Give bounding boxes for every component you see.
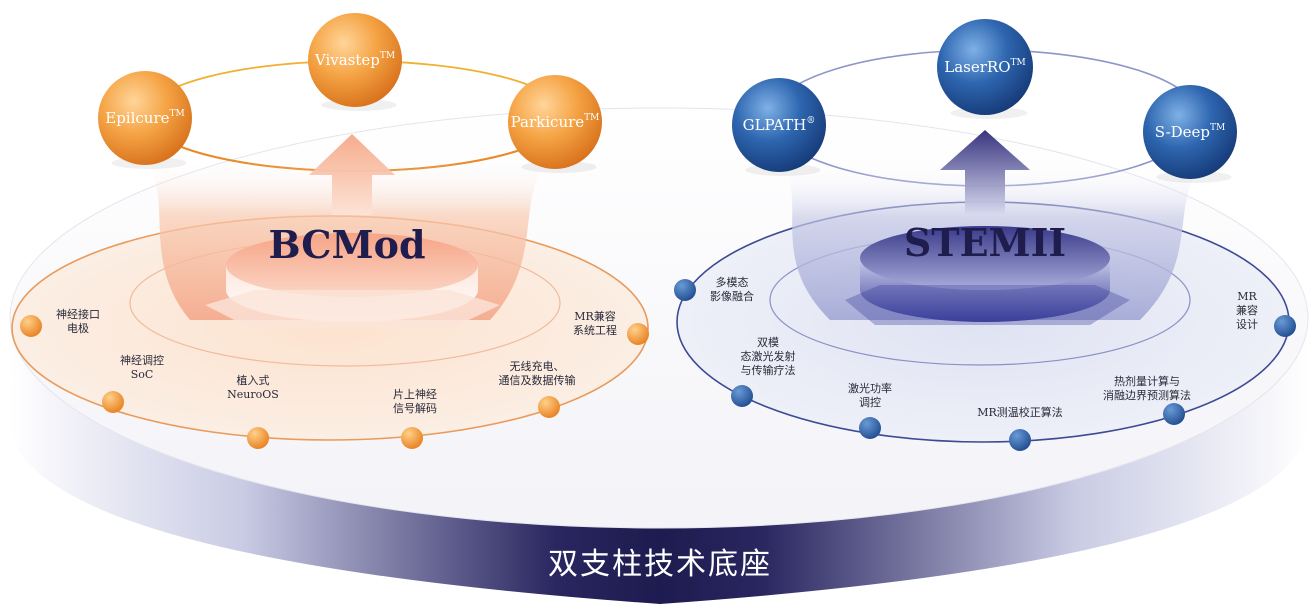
stemii-feature-1: 多模态影像融合 <box>674 275 754 303</box>
feature-dot <box>538 396 560 418</box>
feature-dot <box>731 385 753 407</box>
feature-label: 双模态激光发射与传输疗法 <box>741 336 796 377</box>
stemii-product-1: GLPATH® <box>732 78 826 176</box>
product-sphere <box>937 19 1033 115</box>
bcmod-arrow <box>309 134 395 215</box>
base-title: 双支柱技术底座 <box>548 547 772 582</box>
feature-dot <box>247 427 269 449</box>
stemii-products: GLPATH® LaserROTM S-DeepTM <box>732 19 1237 183</box>
bcmod-feature-5: 无线充电、通信及数据传输 <box>499 359 576 418</box>
product-sphere <box>308 13 402 107</box>
bcmod-product-3: ParkicureTM <box>508 75 602 173</box>
stemii-plate <box>860 226 1110 290</box>
feature-label: 多模态影像融合 <box>710 275 754 303</box>
stemii-feature-2: 双模态激光发射与传输疗法 <box>731 336 796 407</box>
feature-dot <box>1009 429 1031 451</box>
product-name: ParkicureTM <box>511 113 600 131</box>
bcmod-feature-1: 神经接口电极 <box>20 307 100 337</box>
stemii-arrow <box>940 130 1030 215</box>
feature-dot <box>859 417 881 439</box>
product-sphere <box>508 75 602 169</box>
bcmod-plate <box>226 233 478 297</box>
stemii-product-3: S-DeepTM <box>1143 85 1237 183</box>
bcmod-plate-base <box>205 290 500 328</box>
feature-dot <box>102 391 124 413</box>
product-name: GLPATH® <box>743 116 816 134</box>
stemii-feature-5: 热剂量计算与消融边界预测算法 <box>1103 374 1191 425</box>
product-name: VivastepTM <box>314 51 395 69</box>
feature-dot <box>401 427 423 449</box>
product-name: S-DeepTM <box>1155 123 1226 141</box>
bcmod-products: EpilcureTM VivastepTM ParkicureTM <box>98 13 602 173</box>
feature-dot <box>674 279 696 301</box>
feature-dot <box>1163 403 1185 425</box>
feature-label: MR兼容系统工程 <box>573 309 617 337</box>
product-sphere <box>98 71 192 165</box>
product-sphere <box>732 78 826 172</box>
bcmod-product-2: VivastepTM <box>308 13 402 111</box>
feature-dot <box>1274 315 1296 337</box>
stemii-title: STEMII <box>904 220 1066 265</box>
product-sphere <box>1143 85 1237 179</box>
bcmod-title: BCMod <box>268 222 425 267</box>
feature-label: 神经接口电极 <box>56 307 100 335</box>
feature-label: 热剂量计算与消融边界预测算法 <box>1103 374 1191 402</box>
feature-label: MR测温校正算法 <box>977 405 1063 419</box>
feature-label: 片上神经信号解码 <box>393 387 437 415</box>
stemii-module: STEMII <box>676 49 1290 443</box>
stemii-plate-base <box>845 285 1130 325</box>
product-name: EpilcureTM <box>105 109 184 127</box>
feature-dot <box>20 315 42 337</box>
product-name: LaserROTM <box>944 58 1025 76</box>
feature-label: 无线充电、通信及数据传输 <box>499 359 576 387</box>
bcmod-feature-4: 片上神经信号解码 <box>393 387 437 449</box>
stemii-product-2: LaserROTM <box>937 19 1033 119</box>
stemii-feature-4: MR测温校正算法 <box>977 405 1063 451</box>
feature-label: 激光功率调控 <box>848 381 892 409</box>
feature-dot <box>627 323 649 345</box>
stemii-feature-3: 激光功率调控 <box>848 381 892 439</box>
bcmod-feature-6: MR兼容系统工程 <box>573 309 649 345</box>
bcmod-product-1: EpilcureTM <box>98 71 192 169</box>
